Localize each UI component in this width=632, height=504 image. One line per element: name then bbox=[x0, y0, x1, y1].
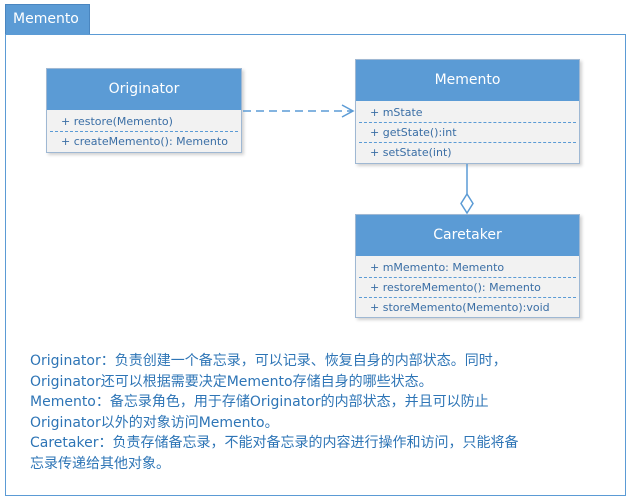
diagram-frame bbox=[5, 34, 626, 496]
class-memento-member: + setState(int) bbox=[370, 146, 452, 159]
class-memento-name: Memento bbox=[356, 60, 579, 101]
class-caretaker[interactable]: Caretaker + mMemento: Memento + restoreM… bbox=[355, 214, 580, 318]
class-originator[interactable]: Originator + restore(Memento) + createMe… bbox=[46, 68, 242, 153]
aggregation-connector[interactable] bbox=[460, 164, 474, 215]
class-memento[interactable]: Memento + mState + getState():int + setS… bbox=[355, 59, 580, 164]
class-originator-member: + createMemento(): Memento bbox=[61, 135, 228, 148]
class-caretaker-member: + storeMemento(Memento):void bbox=[370, 301, 550, 314]
dependency-arrow[interactable] bbox=[243, 104, 355, 118]
description-line: 忘录传递给其他对象。 bbox=[30, 455, 170, 472]
description-line: Originator：负责创建一个备忘录，可以记录、恢复自身的内部状态。同时， bbox=[30, 353, 507, 369]
aggregation-diamond-icon bbox=[460, 192, 474, 215]
description-line: Memento：备忘录角色，用于存储Originator的内部状态，并且可以防止 bbox=[30, 394, 489, 410]
member-separator bbox=[359, 277, 576, 278]
member-separator bbox=[50, 131, 238, 132]
member-separator bbox=[359, 297, 576, 298]
class-memento-member: + getState():int bbox=[370, 126, 457, 139]
class-caretaker-name: Caretaker bbox=[356, 215, 579, 256]
class-originator-member: + restore(Memento) bbox=[61, 115, 173, 128]
description-line: Originator还可以根据需要决定Memento存储自身的哪些状态。 bbox=[30, 373, 433, 390]
class-caretaker-member: + mMemento: Memento bbox=[370, 261, 505, 274]
member-separator bbox=[359, 142, 576, 143]
class-memento-member: + mState bbox=[370, 106, 423, 119]
description-line: Originator以外的对象访问Memento。 bbox=[30, 414, 279, 431]
class-caretaker-member: + restoreMemento(): Memento bbox=[370, 281, 541, 294]
member-separator bbox=[359, 122, 576, 123]
frame-title: Memento bbox=[5, 4, 90, 35]
description-line: Caretaker：负责存储备忘录，不能对备忘录的内容进行操作和访问，只能将备 bbox=[30, 435, 519, 451]
description-text: Originator：负责创建一个备忘录，可以记录、恢复自身的内部状态。同时， … bbox=[30, 351, 610, 474]
class-originator-name: Originator bbox=[47, 69, 241, 110]
